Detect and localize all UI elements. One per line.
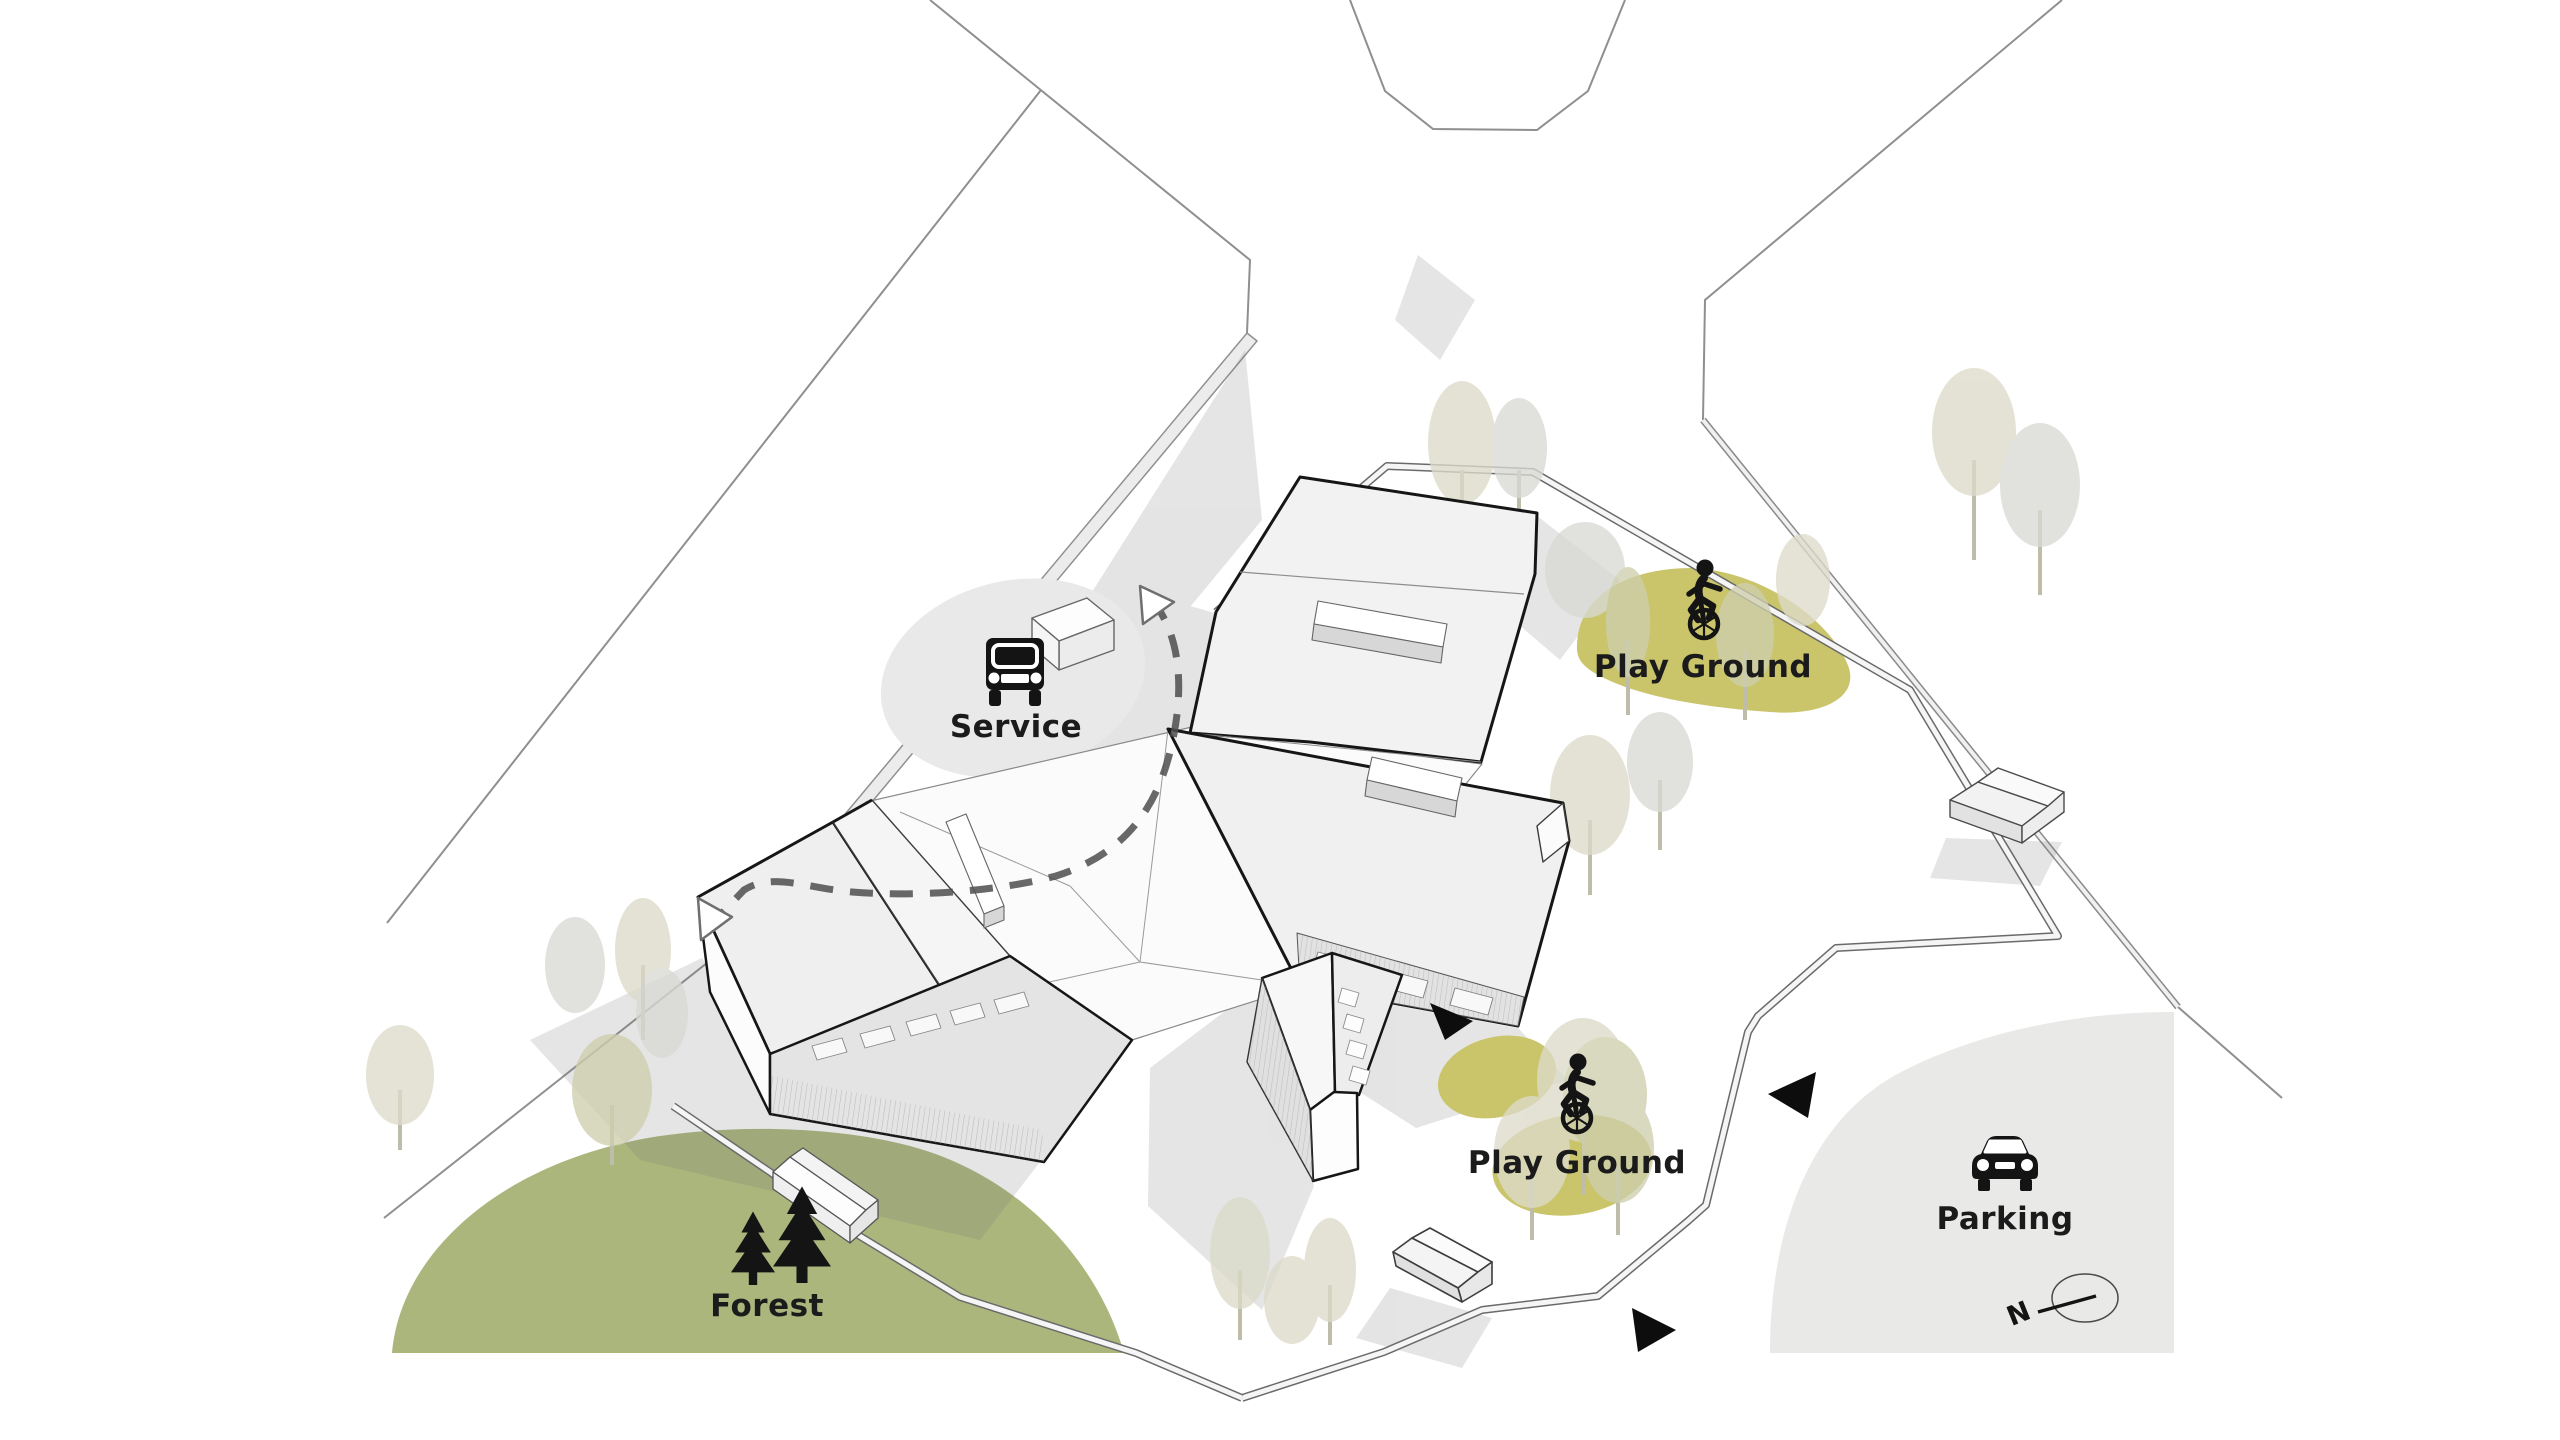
service-label: Service <box>950 709 1082 745</box>
entrance-arrows <box>1430 1003 1816 1352</box>
service-route <box>696 584 1183 942</box>
trees <box>366 368 2080 1345</box>
forest-label: Forest <box>710 1288 824 1324</box>
entrance-arrow-icon <box>1430 1003 1473 1040</box>
car-icon <box>1972 1136 2038 1191</box>
entrance-arrow-icon <box>1632 1308 1676 1352</box>
building-east-wing <box>1166 727 1571 1028</box>
site-fences <box>670 462 2062 1402</box>
road-northeast-lower <box>2177 1006 2283 1099</box>
east-wing-skylight <box>1364 756 1463 818</box>
south-wing-roof-windows <box>1337 987 1371 1086</box>
shed-south <box>1392 1227 1493 1303</box>
labels: Service Play Ground Play Ground Forest P… <box>710 649 2073 1324</box>
road-west-edge <box>929 0 1252 334</box>
west-wing-windows <box>811 991 1030 1061</box>
playground-north-label: Play Ground <box>1594 649 1812 685</box>
road-southwest-edge <box>386 89 1042 924</box>
roads <box>383 0 2283 1219</box>
building-north-wing <box>1188 475 1539 764</box>
north-wing-skylight <box>1311 600 1448 664</box>
shed-east <box>1949 767 2065 844</box>
shed-forest <box>772 1147 879 1244</box>
tree-canopies <box>366 368 2080 1344</box>
road-junction-notch <box>1349 0 1626 132</box>
road-northeast-edge <box>1702 0 2063 421</box>
building-complex <box>696 475 1571 1183</box>
building-south-wing <box>1246 951 1404 1183</box>
entrance-arrow-icon <box>1768 1072 1816 1118</box>
parking-label: Parking <box>1936 1201 2073 1237</box>
building-west-wing <box>696 798 1134 1164</box>
truck-trailer <box>1031 597 1115 671</box>
parking-area <box>1770 1012 2174 1353</box>
playground-south-label: Play Ground <box>1468 1145 1686 1181</box>
route-dashed-line <box>720 597 1183 915</box>
route-flag-north-icon <box>1138 584 1176 626</box>
northeast-curb <box>1700 417 2181 1010</box>
connector-fold-lines <box>899 729 1263 1005</box>
delivery-truck-icon <box>986 638 1044 706</box>
route-flag-west-icon <box>696 896 734 942</box>
